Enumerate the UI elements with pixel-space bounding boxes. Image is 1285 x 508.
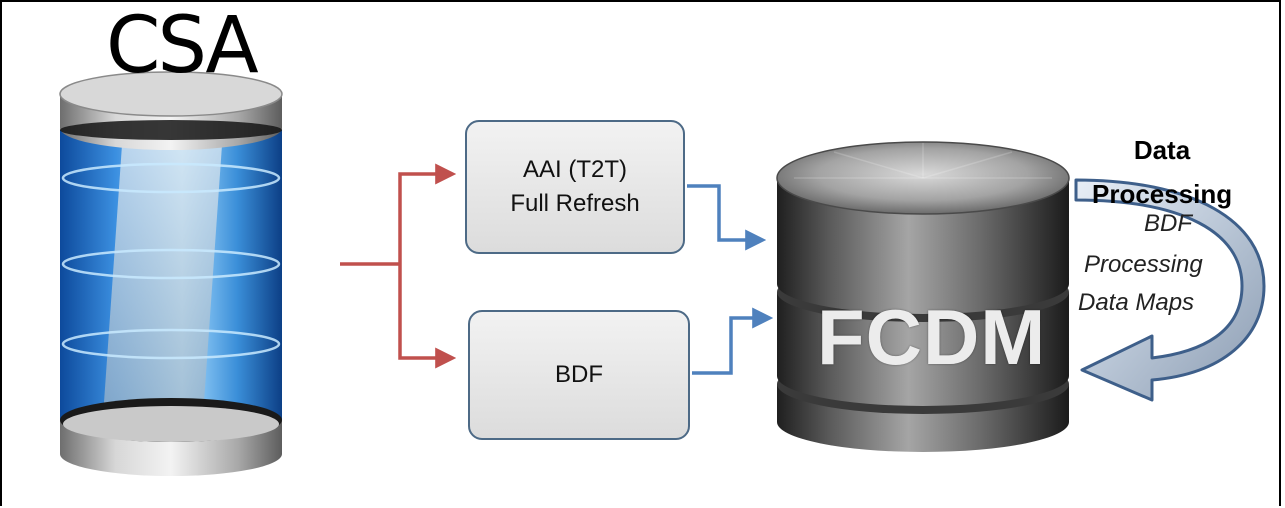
data-processing-item: Processing bbox=[1084, 251, 1203, 278]
aai-full-refresh-box: AAI (T2T) Full Refresh bbox=[465, 120, 685, 254]
fcdm-connector-blue bbox=[687, 184, 774, 375]
data-processing-title-line2: Processing bbox=[1092, 179, 1233, 209]
bdf-box-label: BDF bbox=[555, 361, 603, 388]
aai-box-line1: AAI (T2T) bbox=[522, 156, 627, 183]
processing-cycle-arrow-icon bbox=[1074, 178, 1266, 402]
fcdm-label: FCDM bbox=[817, 293, 1047, 381]
data-processing-item: Data Maps bbox=[1078, 289, 1195, 316]
data-processing-title: Data Processing bbox=[1092, 128, 1232, 216]
data-processing-item: BDF bbox=[1144, 210, 1192, 237]
fcdm-database-icon bbox=[776, 141, 1070, 452]
bdf-box: BDF bbox=[468, 310, 690, 440]
csa-connector-red bbox=[340, 163, 457, 369]
csa-title: CSA bbox=[106, 1, 259, 91]
csa-cylinder-icon bbox=[59, 71, 283, 476]
aai-box-line2: Full Refresh bbox=[510, 190, 640, 217]
data-processing-title-line1: Data bbox=[1133, 135, 1191, 165]
